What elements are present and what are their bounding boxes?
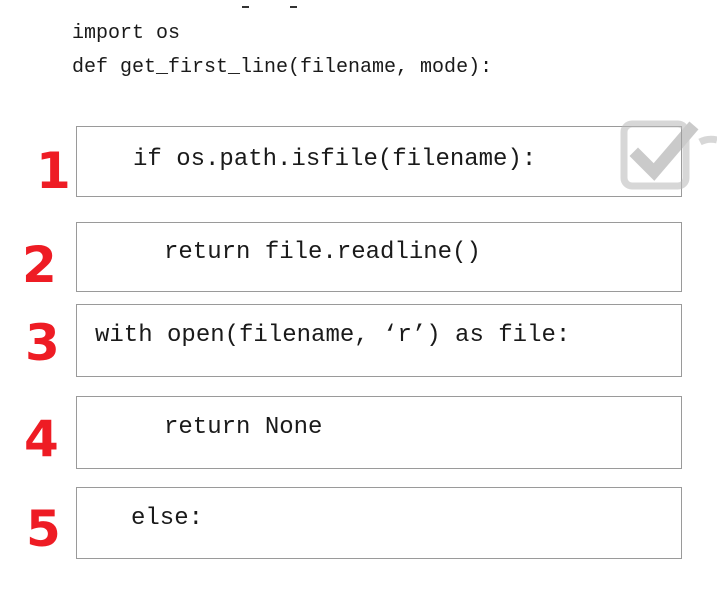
- code-block-1[interactable]: if os.path.isfile(filename):: [76, 126, 682, 197]
- block-number-1: 1: [36, 142, 71, 200]
- code-line-import: import os: [72, 22, 181, 45]
- top-edge-marks: [242, 6, 302, 12]
- block-number-5: 5: [26, 500, 61, 558]
- code-block-text: return file.readline(): [164, 239, 481, 266]
- checkmark-badge-icon: [620, 112, 717, 196]
- code-block-text: else:: [131, 505, 204, 532]
- block-number-4: 4: [24, 410, 59, 468]
- code-block-5[interactable]: else:: [76, 487, 682, 559]
- block-number-2: 2: [22, 236, 57, 294]
- code-block-3[interactable]: with open(filename, ‘r’) as file:: [76, 304, 682, 377]
- code-line-def: def get_first_line(filename, mode):: [72, 56, 493, 79]
- code-block-2[interactable]: return file.readline(): [76, 222, 682, 292]
- code-block-4[interactable]: return None: [76, 396, 682, 469]
- code-block-text: return None: [164, 414, 323, 441]
- code-block-text: if os.path.isfile(filename):: [133, 146, 537, 173]
- code-block-text: with open(filename, ‘r’) as file:: [95, 322, 571, 349]
- block-number-3: 3: [25, 314, 60, 372]
